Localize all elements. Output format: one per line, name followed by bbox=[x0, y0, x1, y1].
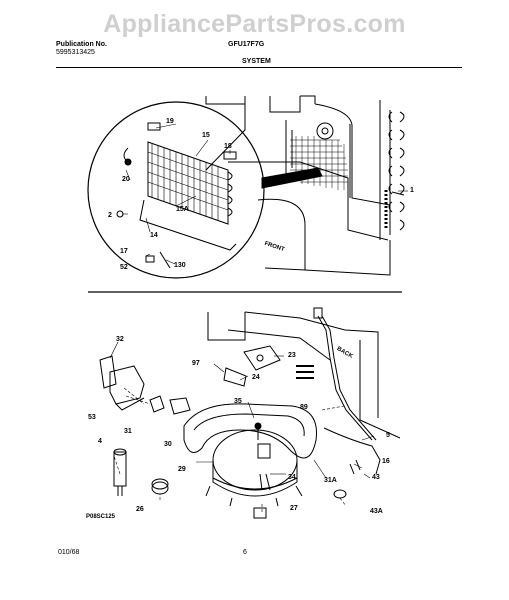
callout-52: 52 bbox=[120, 264, 128, 271]
callout-43: 43 bbox=[372, 474, 380, 481]
header-rule bbox=[56, 67, 462, 68]
callout-18: 18 bbox=[224, 143, 232, 150]
callout-53: 53 bbox=[88, 414, 96, 421]
callout-43A: 43A bbox=[370, 508, 383, 515]
footer-date: 010/68 bbox=[58, 549, 80, 556]
publication-number: 5995313425 bbox=[56, 49, 95, 56]
cabinet-drawing bbox=[205, 95, 405, 276]
callout-35: 35 bbox=[234, 398, 242, 405]
callout-5: 5 bbox=[386, 432, 390, 439]
callout-15A: 15A bbox=[176, 206, 189, 213]
callout-26: 26 bbox=[136, 506, 144, 513]
callout-29: 29 bbox=[178, 466, 186, 473]
callout-19: 19 bbox=[166, 118, 174, 125]
callout-1: 1 bbox=[410, 187, 414, 194]
callout-4: 4 bbox=[98, 438, 102, 445]
callout-20: 20 bbox=[122, 176, 130, 183]
callout-15: 15 bbox=[202, 132, 210, 139]
callout-24: 24 bbox=[252, 374, 260, 381]
model-number: GFU17F7G bbox=[228, 41, 265, 48]
callout-27: 27 bbox=[290, 505, 298, 512]
callout-16: 16 bbox=[382, 458, 390, 465]
callout-32: 32 bbox=[116, 336, 124, 343]
callout-31: 31 bbox=[124, 428, 132, 435]
callout-14: 14 bbox=[150, 232, 158, 239]
callout-89: 89 bbox=[300, 404, 308, 411]
figure-code: P08SC125 bbox=[86, 514, 116, 520]
publication-label: Publication No. bbox=[56, 41, 107, 48]
compressor-drawing bbox=[99, 123, 408, 519]
callout-17: 17 bbox=[120, 248, 128, 255]
callout-130: 130 bbox=[174, 262, 186, 269]
callout-2: 2 bbox=[108, 212, 112, 219]
callout-34: 34 bbox=[288, 474, 296, 481]
callout-23: 23 bbox=[288, 352, 296, 359]
callout-30: 30 bbox=[164, 441, 172, 448]
watermark: AppliancePartsPros.com bbox=[103, 10, 406, 38]
page-number: 6 bbox=[243, 549, 247, 556]
callout-97: 97 bbox=[192, 360, 200, 367]
section-title: SYSTEM bbox=[242, 58, 271, 65]
callout-31A: 31A bbox=[324, 477, 337, 484]
detail-circle bbox=[87, 101, 265, 279]
